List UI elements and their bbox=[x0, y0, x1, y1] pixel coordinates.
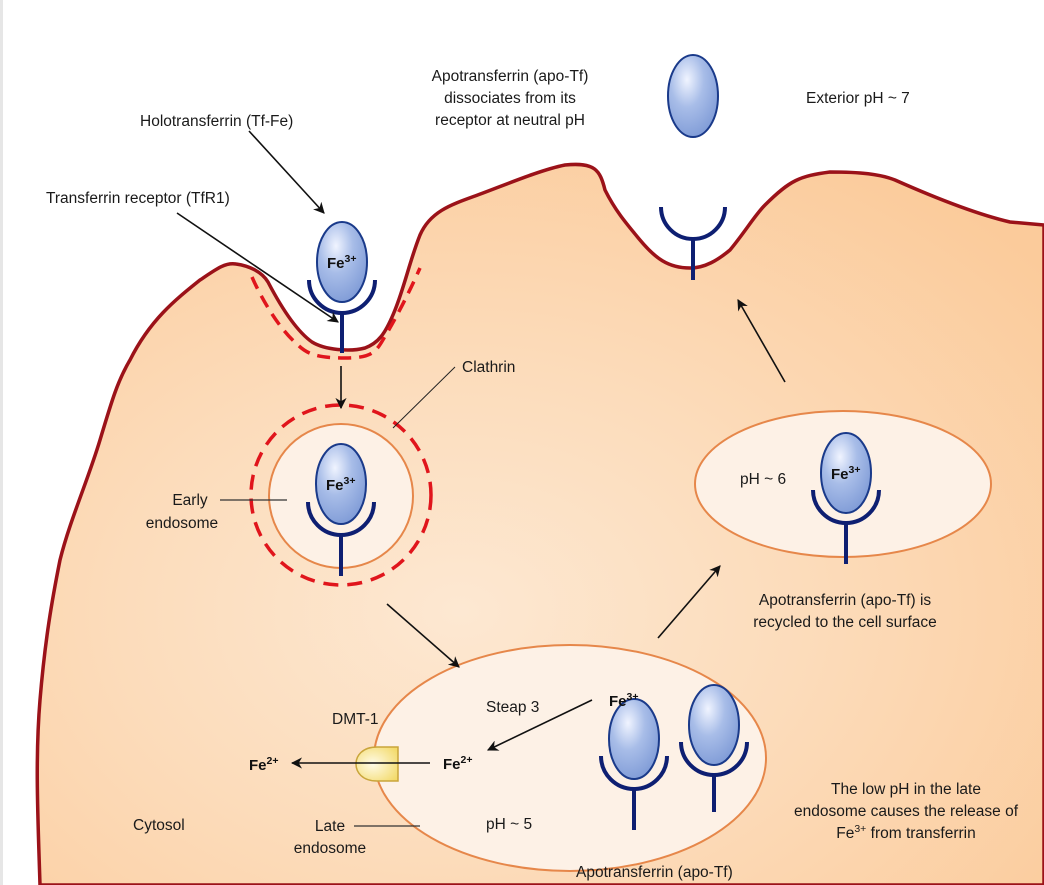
label-apotransferrin-bottom: Apotransferrin (apo-Tf) bbox=[576, 864, 733, 881]
fe3-inline: Fe bbox=[836, 825, 854, 842]
image-border bbox=[0, 0, 3, 885]
label-late-endosome: Late endosome bbox=[294, 818, 366, 857]
label-late-ph: pH ~ 5 bbox=[486, 816, 532, 833]
svg-text:endosome causes the release of: endosome causes the release of bbox=[794, 803, 1019, 820]
leader-clathrin bbox=[392, 366, 456, 429]
fe3-label-recycling: Fe3+ bbox=[831, 464, 861, 483]
label-early-endosome: Early endosome bbox=[146, 492, 218, 532]
receptor-empty-surface bbox=[659, 206, 727, 280]
apotransferrin-late-2 bbox=[688, 684, 740, 766]
label-recycling-ph: pH ~ 6 bbox=[740, 471, 786, 488]
arrow-to-recycling bbox=[657, 565, 721, 639]
label-dmt1: DMT-1 bbox=[332, 711, 379, 728]
transferrin-recycling: Fe3+ bbox=[820, 432, 872, 514]
arrow-receptor bbox=[176, 212, 339, 323]
label-apo-dissociates: Apotransferrin (apo-Tf) dissociates from… bbox=[432, 68, 589, 129]
apotransferrin-late-1 bbox=[608, 698, 660, 780]
arrow-to-surface bbox=[737, 299, 786, 383]
svg-text:endosome: endosome bbox=[146, 515, 218, 532]
svg-text:Fe3+ from transferrin: Fe3+ from transferrin bbox=[836, 823, 975, 842]
receptor-late-1 bbox=[599, 755, 669, 830]
label-low-ph: The low pH in the late endosome causes t… bbox=[794, 781, 1019, 842]
svg-text:Apotransferrin (apo-Tf) is: Apotransferrin (apo-Tf) is bbox=[759, 592, 932, 609]
svg-text:The low pH in the late: The low pH in the late bbox=[831, 781, 981, 798]
arrow-steap3-reduction bbox=[486, 699, 593, 751]
receptor-surface bbox=[307, 279, 377, 353]
arrow-to-late-endosome bbox=[386, 603, 460, 668]
arrow-holotransferrin bbox=[248, 130, 325, 214]
label-recycled: Apotransferrin (apo-Tf) is recycled to t… bbox=[753, 592, 937, 631]
label-clathrin: Clathrin bbox=[462, 359, 515, 376]
receptor-early-endosome bbox=[306, 501, 376, 576]
fe3-label-late: Fe3+ bbox=[609, 691, 639, 710]
apotransferrin-free bbox=[667, 54, 719, 138]
label-transferrin-receptor: Transferrin receptor (TfR1) bbox=[46, 190, 230, 207]
receptor-recycling bbox=[811, 489, 881, 564]
clathrin-coat bbox=[249, 403, 433, 587]
label-exterior-ph: Exterior pH ~ 7 bbox=[806, 90, 910, 107]
fe2-label-cytosol: Fe2+ bbox=[249, 755, 279, 774]
fe3-label-surface: Fe3+ bbox=[327, 253, 357, 272]
svg-text:endosome: endosome bbox=[294, 840, 366, 857]
clathrin-coated-pit bbox=[250, 267, 422, 360]
svg-text:receptor at neutral pH: receptor at neutral pH bbox=[435, 112, 585, 129]
dmt1-transporter bbox=[355, 746, 399, 782]
svg-text:recycled to the cell surface: recycled to the cell surface bbox=[753, 614, 937, 631]
transferrin-early-endosome: Fe3+ bbox=[315, 443, 367, 525]
fe2-label-late: Fe2+ bbox=[443, 754, 473, 773]
fe3-label-early: Fe3+ bbox=[326, 475, 356, 494]
holotransferrin-bound: Fe3+ bbox=[316, 221, 368, 303]
svg-text:Early: Early bbox=[172, 492, 208, 509]
svg-text:dissociates from its: dissociates from its bbox=[444, 90, 576, 107]
label-holotransferrin: Holotransferrin (Tf-Fe) bbox=[140, 113, 293, 130]
cell-membrane bbox=[35, 162, 1044, 885]
label-cytosol: Cytosol bbox=[133, 817, 185, 834]
svg-text:Late: Late bbox=[315, 818, 345, 835]
receptor-late-2 bbox=[679, 741, 749, 812]
label-steap3: Steap 3 bbox=[486, 699, 539, 716]
svg-text:Apotransferrin (apo-Tf): Apotransferrin (apo-Tf) bbox=[432, 68, 589, 85]
